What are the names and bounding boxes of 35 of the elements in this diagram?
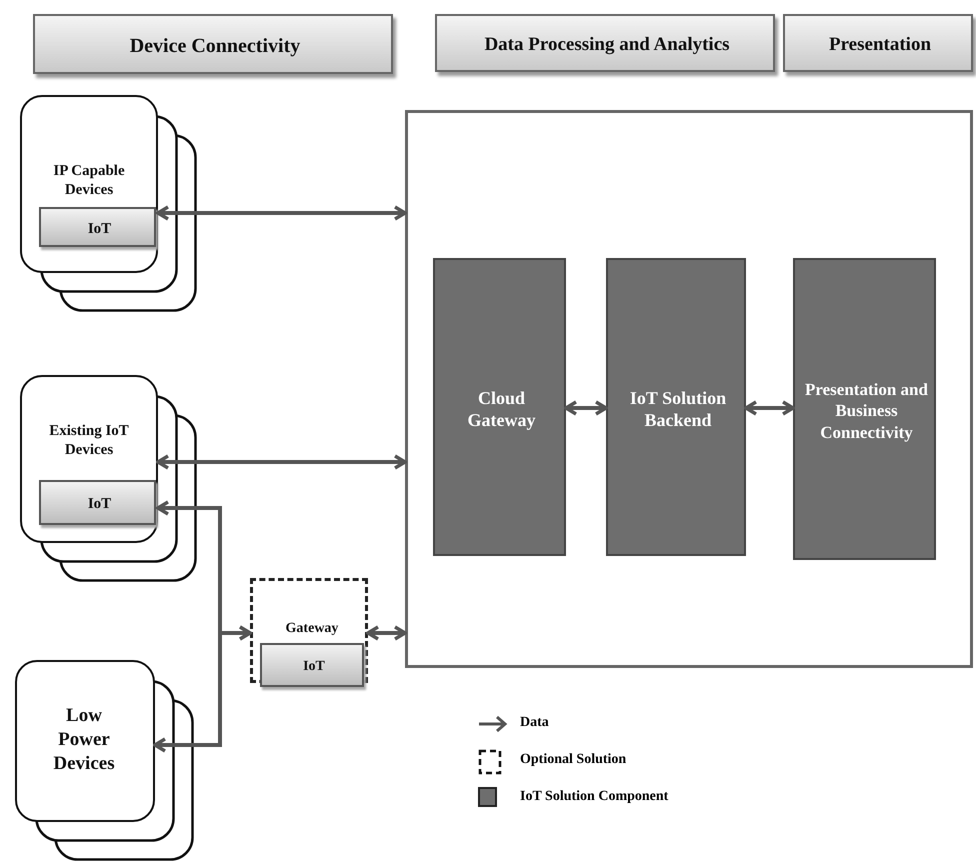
node-label: Presentation and Business Connectivity [804, 379, 929, 444]
legend-label: IoT Solution Component [520, 789, 668, 805]
node-label: Gateway [284, 620, 340, 638]
header-bar [33, 14, 393, 74]
arrow [156, 454, 407, 470]
arrow [744, 400, 795, 416]
device-stack [15, 660, 155, 822]
iot-module [260, 643, 364, 687]
iot-module [39, 207, 156, 247]
header-bar [783, 14, 973, 72]
node-label: Existing IoT Devices [48, 422, 130, 460]
node-label: IoT Solution Backend [628, 386, 728, 432]
header-label: Device Connectivity [128, 34, 302, 58]
component-box [606, 258, 746, 556]
arrow [564, 400, 608, 416]
node-label: IP Capable Devices [52, 162, 126, 200]
node-label: Low Power Devices [52, 704, 116, 776]
device-stack [20, 95, 158, 273]
device-stack [20, 375, 158, 543]
node-label: Cloud Gateway [466, 386, 536, 432]
legend-label: Optional Solution [520, 752, 626, 768]
arrow [366, 625, 407, 641]
arrow [153, 625, 252, 753]
legend-label: Data [520, 715, 549, 731]
component-box [433, 258, 566, 556]
container-box [405, 110, 973, 668]
node-label: IoT [86, 220, 112, 239]
arrow [156, 205, 407, 221]
node-label: IoT [86, 495, 112, 514]
component-box [793, 258, 936, 560]
header-bar [435, 14, 775, 72]
node-label: IoT [302, 658, 326, 676]
header-label: Presentation [828, 33, 932, 58]
header-label: Data Processing and Analytics [483, 33, 731, 58]
iot-module [39, 480, 156, 525]
